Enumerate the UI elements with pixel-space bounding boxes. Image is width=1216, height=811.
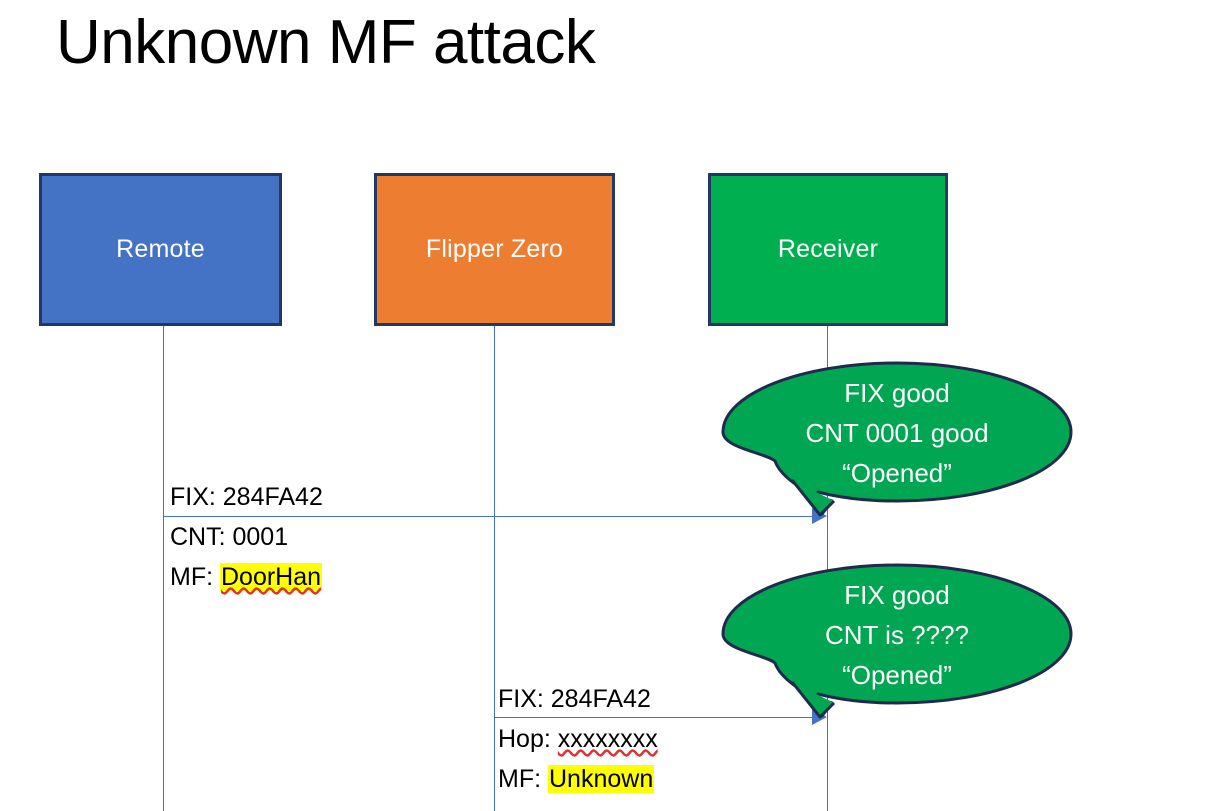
- actor-box-receiver[interactable]: Receiver: [708, 173, 948, 326]
- message-line-cnt: CNT: 0001: [170, 523, 289, 551]
- message-line-mf: MF: DoorHan: [170, 557, 323, 597]
- message2-line-mf-label: MF:: [498, 765, 548, 793]
- message-label-remote-to-receiver: FIX: 284FA42 CNT: 0001 MF: DoorHan: [170, 477, 323, 597]
- message2-line-fix: FIX: 284FA42: [498, 685, 651, 713]
- actor-label-remote: Remote: [116, 235, 205, 263]
- lifeline-flipper: [494, 326, 495, 811]
- speech-bubble-second-shape: [721, 563, 1073, 719]
- actor-box-flipper[interactable]: Flipper Zero: [374, 173, 615, 326]
- lifeline-receiver: [827, 326, 828, 811]
- message-arrow-flipper-to-receiver: [494, 717, 814, 718]
- speech-bubble-first-shape: [721, 361, 1073, 517]
- message-label-flipper-to-receiver: FIX: 284FA42 Hop: xxxxxxxx MF: Unknown: [498, 679, 658, 799]
- message2-line-hop-label: Hop:: [498, 725, 558, 753]
- speech-bubble-second[interactable]: FIX good CNT is ???? “Opened”: [721, 563, 1073, 724]
- message-line-fix: FIX: 284FA42: [170, 483, 323, 511]
- lifeline-remote: [163, 326, 164, 811]
- actor-label-flipper: Flipper Zero: [425, 235, 564, 263]
- message-line-mf-label: MF:: [170, 563, 220, 591]
- actor-box-remote[interactable]: Remote: [39, 173, 282, 326]
- message2-line-mf-value: Unknown: [548, 765, 655, 793]
- actor-label-receiver: Receiver: [777, 235, 879, 263]
- message2-line-hop-value: xxxxxxxx: [557, 725, 658, 753]
- message2-line-mf: MF: Unknown: [498, 759, 658, 799]
- page-title: Unknown MF attack: [56, 8, 596, 77]
- speech-bubble-first[interactable]: FIX good CNT 0001 good “Opened”: [721, 361, 1073, 522]
- message-arrow-remote-to-receiver: [163, 516, 814, 517]
- message2-line-hop: Hop: xxxxxxxx: [498, 719, 658, 759]
- message-line-mf-value: DoorHan: [220, 563, 323, 591]
